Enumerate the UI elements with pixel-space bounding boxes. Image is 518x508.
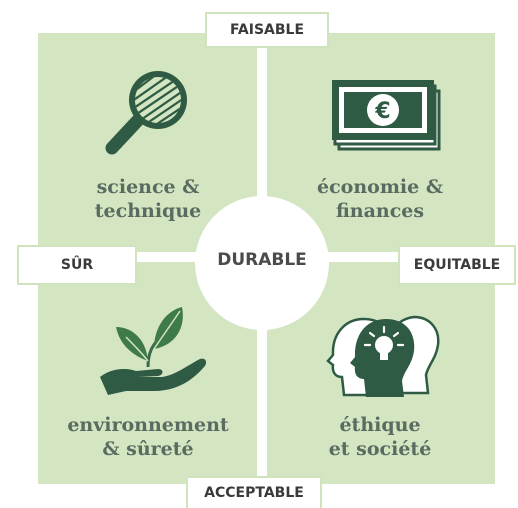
tag-faisable: FAISABLE (205, 12, 329, 48)
label-science-technique: science & technique (94, 176, 202, 222)
euro-banknote-icon: € (332, 80, 441, 151)
label-environnement-surete: environnement & sûreté (67, 414, 229, 460)
tag-equitable: EQUITABLE (398, 245, 516, 285)
tag-acceptable: ACCEPTABLE (186, 476, 322, 508)
plant-in-hand-icon (100, 307, 207, 395)
center-label: DURABLE (217, 250, 307, 270)
label-ethique-societe: éthique et société (328, 414, 432, 460)
svg-text:€: € (374, 99, 390, 124)
magnifier-icon (105, 71, 187, 155)
center-circle: DURABLE (195, 196, 329, 330)
tag-sur: SÛR (17, 245, 137, 285)
heads-lightbulb-icon (326, 315, 440, 397)
label-economie-finances: économie & finances (317, 176, 443, 222)
